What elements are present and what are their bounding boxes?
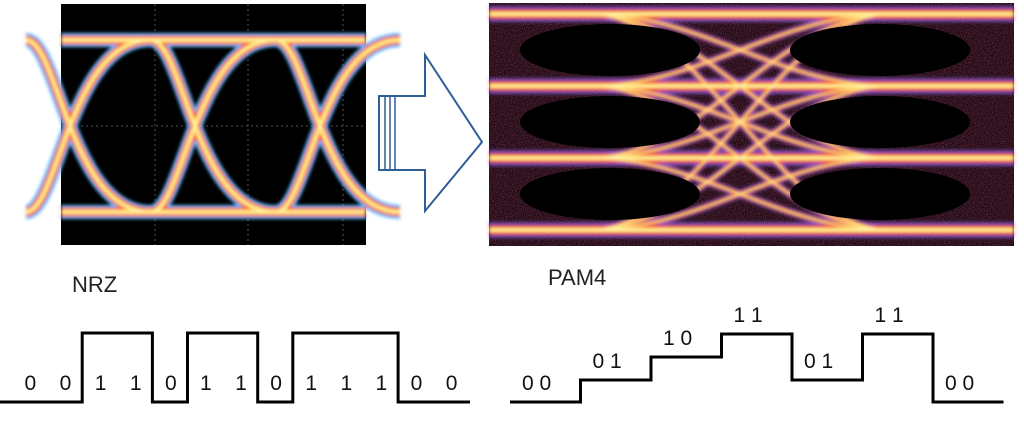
pam4-eye-openings <box>520 24 970 220</box>
nrz-bit-label: 1 <box>340 372 352 395</box>
pam4-eye-opening <box>520 24 700 76</box>
pam4-eye-opening <box>790 24 970 76</box>
pam4-eye-opening <box>520 96 700 148</box>
conversion-arrow <box>378 51 484 214</box>
pam4-symbol-label: 1 0 <box>663 327 692 350</box>
pam4-symbol-label: 1 1 <box>875 304 904 327</box>
nrz-bit-label: 0 <box>411 372 423 395</box>
pam4-eye-opening <box>520 168 700 220</box>
nrz-bit-label: 0 <box>446 372 458 395</box>
eye-transition <box>275 39 401 213</box>
nrz-bit-label: 1 <box>95 372 107 395</box>
eye-transition <box>25 39 151 213</box>
pam4-symbol-label: 1 1 <box>734 304 763 327</box>
nrz-bit-label: 0 <box>165 372 177 395</box>
pam4-waveform: 0 0 0 1 1 0 1 1 0 1 1 1 0 0 <box>510 304 1004 404</box>
nrz-bit-label: 1 <box>235 372 247 395</box>
nrz-bit-label: 1 <box>200 372 212 395</box>
pam4-eye-traces <box>489 6 1014 238</box>
pam4-symbol-label: 0 0 <box>522 372 551 395</box>
pam4-transition <box>589 13 891 159</box>
nrz-bit-label: 0 <box>25 372 37 395</box>
pam4-symbol-label: 0 1 <box>593 350 622 373</box>
nrz-title: NRZ <box>72 272 117 297</box>
pam4-eye-opening <box>790 168 970 220</box>
pam4-title: PAM4 <box>548 265 606 290</box>
pam4-signal-line <box>510 332 1004 404</box>
nrz-signal-line <box>0 331 470 404</box>
pam4-symbol-label: 0 0 <box>945 372 974 395</box>
pam4-transition <box>589 13 891 87</box>
nrz-bit-label: 0 <box>270 372 282 395</box>
pam4-symbol-label: 0 1 <box>804 350 833 373</box>
nrz-bit-label: 1 <box>305 372 317 395</box>
nrz-bit-label: 1 <box>376 372 388 395</box>
eye-transition <box>150 39 276 213</box>
nrz-bit-label: 1 <box>130 372 142 395</box>
arrow-shape <box>378 51 484 214</box>
nrz-bit-label: 0 <box>60 372 72 395</box>
nrz-eye-diagram <box>23 4 401 245</box>
pam4-transition <box>589 157 891 231</box>
pam4-eye-opening <box>790 96 970 148</box>
pam4-transition <box>589 85 891 231</box>
pam4-eye-diagram <box>489 3 1014 246</box>
nrz-eye-traces <box>23 33 401 219</box>
